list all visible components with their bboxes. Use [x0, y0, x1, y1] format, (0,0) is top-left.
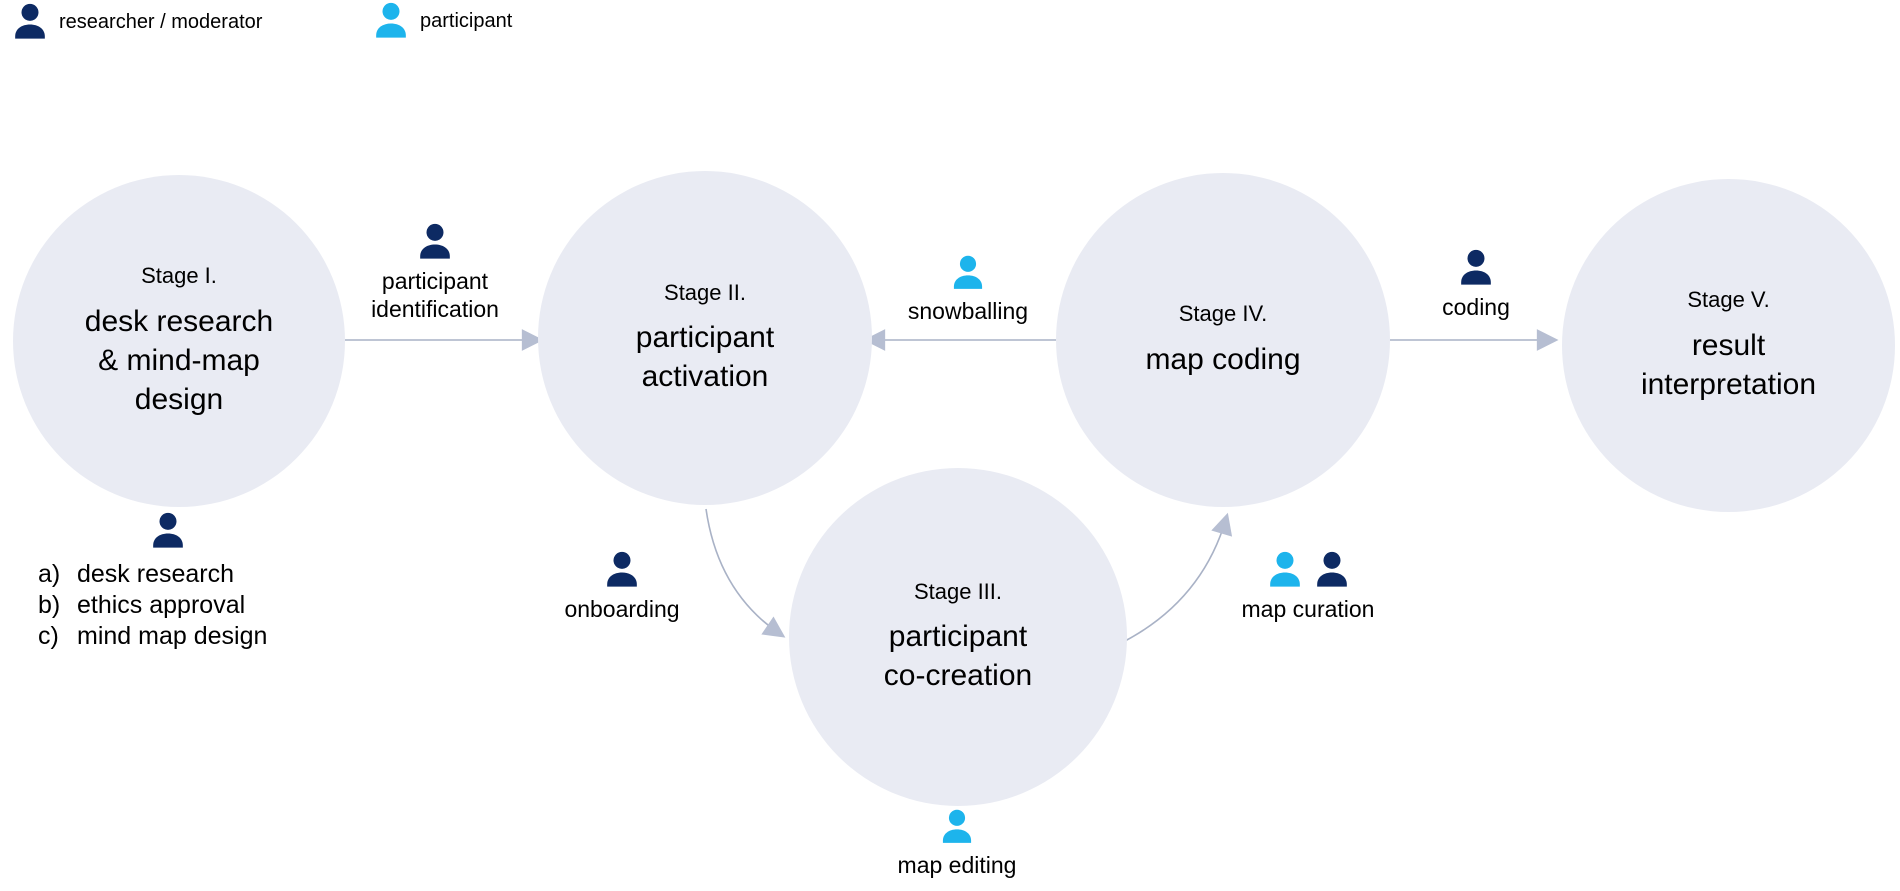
task-text: desk research	[77, 560, 235, 588]
participant-icon	[371, 1, 411, 41]
snowballing-label: snowballing	[907, 298, 1029, 324]
map-curation-icons	[1265, 550, 1352, 590]
participant-icon	[1265, 550, 1305, 590]
stage-4-label: Stage IV.	[1178, 301, 1268, 327]
map-editing-label: map editing	[897, 852, 1017, 878]
legend-item-researcher: researcher / moderator	[10, 2, 262, 42]
stage-2-circle: Stage II. participant activation	[538, 171, 872, 505]
participant-identification-label: participant identification	[371, 268, 499, 322]
researcher-icon	[602, 550, 642, 590]
activity-coding: coding	[1386, 248, 1566, 322]
task-row: a) desk research	[38, 559, 267, 590]
stage-1-label: Stage I.	[141, 263, 217, 289]
legend-item-participant: participant	[371, 1, 512, 41]
stage-3-label: Stage III.	[913, 578, 1003, 604]
task-text: ethics approval	[77, 591, 246, 619]
stage-4-title: map coding	[1145, 342, 1301, 376]
task-text: mind map design	[77, 622, 268, 650]
researcher-icon	[415, 222, 455, 262]
stage-4-circle: Stage IV. map coding	[1056, 173, 1390, 507]
onboarding-label: onboarding	[564, 596, 680, 622]
participant-icon	[938, 808, 976, 846]
legend-participant-label: participant	[420, 9, 513, 32]
activity-participant-identification: participant identification	[325, 222, 545, 323]
coding-label: coding	[1442, 294, 1510, 320]
task-prefix: b)	[38, 591, 61, 619]
activity-onboarding: onboarding	[522, 550, 722, 624]
stage-3-title: participant co-creation	[883, 620, 1033, 693]
stage1-tasks: a) desk research b) ethics approval c) m…	[38, 559, 267, 652]
stage-2-label: Stage II.	[664, 279, 746, 305]
researcher-icon	[1312, 550, 1352, 590]
task-row: c) mind map design	[38, 621, 267, 652]
activity-map-curation: map curation	[1198, 550, 1418, 624]
stage-3-circle: Stage III. participant co-creation	[789, 468, 1127, 806]
researcher-icon	[148, 511, 188, 551]
stage-1-title: desk research & mind-map design	[84, 304, 274, 416]
task-prefix: c)	[38, 622, 59, 650]
stage-1-circle: Stage I. desk research & mind-map design	[13, 175, 345, 507]
participant-icon	[949, 254, 987, 292]
stage-2-title: participant activation	[635, 321, 775, 394]
stage-5-label: Stage V.	[1687, 287, 1770, 313]
map-curation-label: map curation	[1241, 596, 1375, 622]
task-prefix: a)	[38, 560, 61, 588]
stage-5-title: result interpretation	[1640, 328, 1817, 401]
legend-researcher-label: researcher / moderator	[59, 10, 263, 33]
activity-snowballing: snowballing	[868, 254, 1068, 326]
task-row: b) ethics approval	[38, 590, 267, 621]
researcher-icon	[1456, 248, 1496, 288]
researcher-icon	[10, 2, 50, 42]
activity-map-editing: map editing	[857, 808, 1057, 880]
stage-5-circle: Stage V. result interpretation	[1562, 179, 1895, 512]
